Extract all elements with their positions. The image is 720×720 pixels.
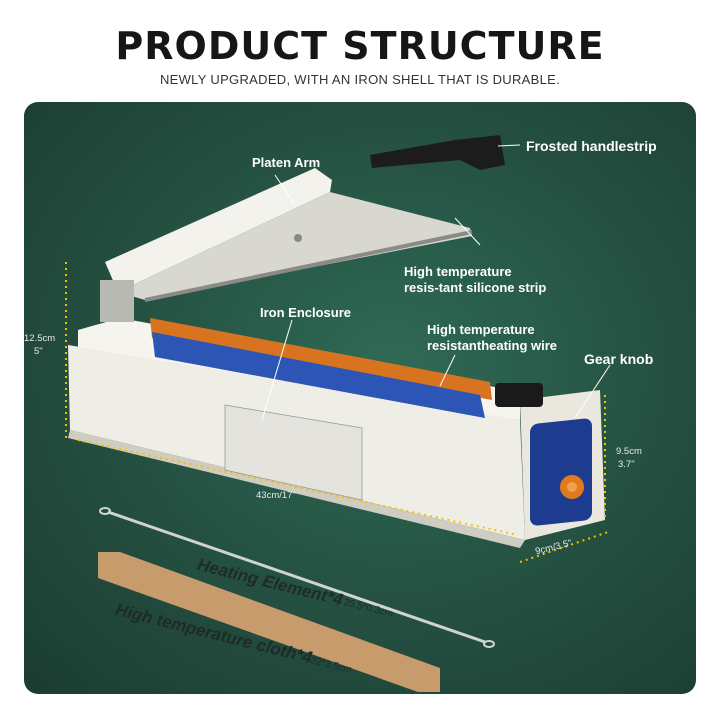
dim-side-height-in: 3.7" <box>618 459 635 470</box>
label-heating-wire-line1: High temperature <box>427 322 535 337</box>
heating-plate <box>152 332 485 418</box>
dim-length: 43cm/17" <box>256 490 296 501</box>
label-platen-arm: Platen Arm <box>252 155 321 170</box>
hinge <box>100 280 134 322</box>
frosted-handlestrip <box>370 135 505 170</box>
label-silicone-strip-line2: resis-tant silicone strip <box>404 280 547 295</box>
label-frosted-handlestrip: Frosted handlestrip <box>526 138 657 154</box>
power-switch <box>495 383 543 407</box>
name-plate <box>224 404 363 501</box>
label-heating-wire-line2: resistantheating wire <box>427 338 558 353</box>
dim-height-cm: 12.5cm <box>24 333 56 344</box>
label-iron-enclosure: Iron Enclosure <box>260 305 352 320</box>
sealer-illustration <box>65 135 611 692</box>
page-subtitle: NEWLY UPGRADED, WITH AN IRON SHELL THAT … <box>159 72 561 87</box>
sealer-base-shadow <box>68 430 525 548</box>
heating-element-wire <box>107 510 486 644</box>
control-panel <box>530 418 592 526</box>
silicone-strip <box>150 318 492 400</box>
product-panel <box>24 102 696 694</box>
dim-height-in: 5" <box>34 346 43 357</box>
platen-arm <box>105 168 332 292</box>
dim-side-height-cm: 9.5cm <box>616 446 642 457</box>
label-silicone-strip-line1: High temperature <box>404 264 512 279</box>
high-temperature-cloth <box>98 552 440 692</box>
label-gear-knob: Gear knob <box>584 351 654 367</box>
page-title: PRODUCT STRUCTURE <box>115 24 605 68</box>
